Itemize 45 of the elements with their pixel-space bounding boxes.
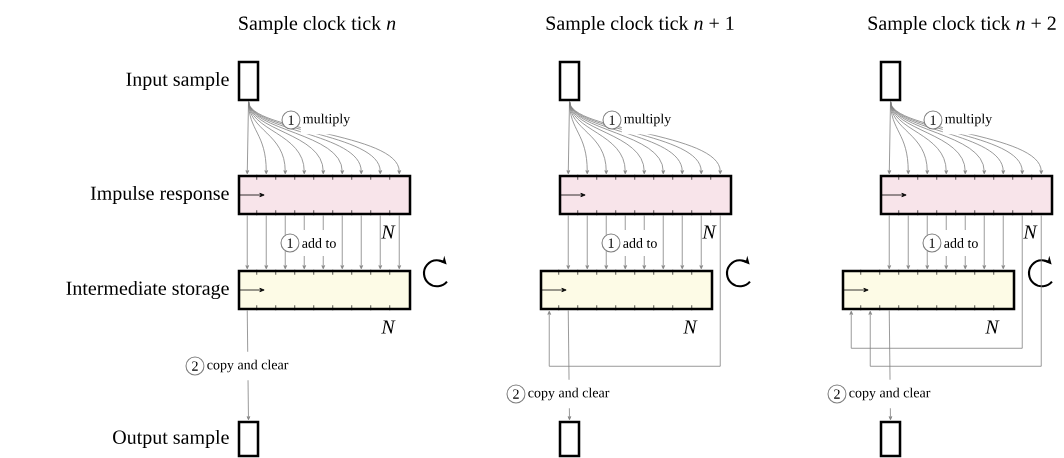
arrow (680, 214, 685, 270)
arrow (906, 214, 911, 270)
row-label: Impulse response (90, 185, 229, 205)
row-label: Intermediate storage (66, 280, 229, 300)
arrow (661, 214, 666, 270)
step-number: 2 (185, 356, 205, 376)
arrow (340, 214, 345, 270)
length-label: N (381, 225, 396, 239)
arrow (566, 214, 571, 270)
arrow (868, 214, 1042, 367)
step-number: 2 (827, 384, 847, 404)
length-label: N (1023, 225, 1038, 239)
row-label: Input sample (126, 71, 229, 91)
arrow (925, 214, 930, 270)
arrow (849, 214, 1023, 349)
sample-box (879, 60, 902, 102)
arrow (378, 214, 383, 270)
sample-box (879, 420, 902, 458)
column-heading: Sample clock tick n (239, 15, 396, 35)
arrow (1001, 214, 1006, 270)
step-number: 1 (922, 233, 942, 253)
arrow (604, 214, 609, 270)
arrow (890, 100, 987, 175)
length-label: N (702, 225, 717, 239)
step-number: 2 (506, 384, 526, 404)
step-number: 1 (280, 233, 300, 253)
step-number: 1 (923, 110, 943, 130)
arrow (585, 214, 590, 270)
step-number: 1 (602, 110, 622, 130)
row-label: Output sample (113, 429, 229, 449)
sample-box (558, 420, 581, 458)
arrow (982, 214, 987, 270)
arrow (547, 214, 721, 367)
step-number: 1 (601, 233, 621, 253)
arrow (359, 214, 364, 270)
sample-box (558, 60, 581, 102)
arrow (283, 214, 288, 270)
arrow (264, 214, 269, 270)
arrow (699, 214, 704, 270)
arrow (569, 100, 666, 175)
step-number: 1 (281, 110, 301, 130)
arrow (245, 214, 250, 270)
arrow (397, 214, 402, 270)
arrow (887, 214, 892, 270)
length-label: N (985, 320, 1000, 334)
